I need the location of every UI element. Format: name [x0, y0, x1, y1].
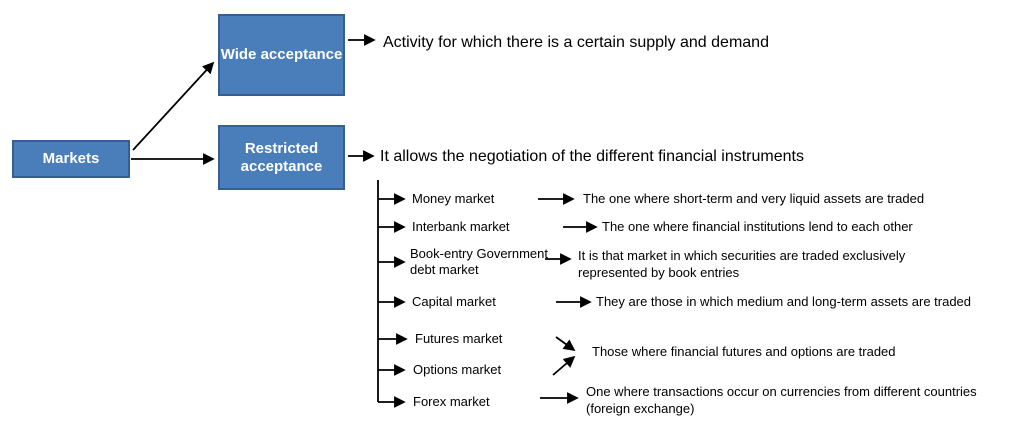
sub-market-label-forex: Forex market: [413, 394, 490, 409]
sub-market-label-book-entry: Book-entry Government debt market: [410, 246, 549, 278]
sub-market-label-options: Options market: [413, 362, 502, 377]
sub-market-label-futures: Futures market: [415, 331, 503, 346]
sub-market-desc-forex: One where transactions occur on currenci…: [586, 384, 977, 416]
sub-market-desc-book-entry: It is that market in which securities ar…: [578, 248, 906, 280]
markets-box: Markets: [12, 140, 130, 178]
sub-market-desc-money: The one where short-term and very liquid…: [583, 191, 925, 206]
wide-acceptance-box: Wide acceptance: [218, 14, 345, 96]
sub-market-label-interbank: Interbank market: [412, 219, 510, 234]
restricted-acceptance-description: It allows the negotiation of the differe…: [380, 148, 804, 165]
sub-market-desc-interbank: The one where financial institutions len…: [602, 219, 913, 234]
wide-acceptance-description: Activity for which there is a certain su…: [383, 34, 769, 51]
restricted-acceptance-box: Restricted acceptance: [218, 125, 345, 190]
sub-market-label-capital: Capital market: [412, 294, 496, 309]
sub-market-label-money: Money market: [412, 191, 495, 206]
sub-market-desc-capital: They are those in which medium and long-…: [596, 294, 972, 309]
sub-market-desc-futures-options: Those where financial futures and option…: [592, 344, 896, 359]
